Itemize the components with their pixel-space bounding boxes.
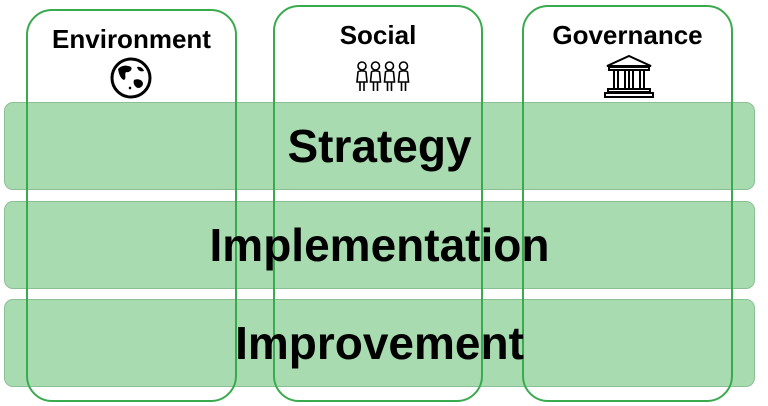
pillar-title-environment: Environment (52, 24, 211, 54)
layer-band-strategy (4, 102, 755, 190)
people-icon (356, 61, 410, 91)
layer-label-implementation: Implementation (209, 219, 550, 271)
pillar-governance (522, 5, 733, 402)
layer-label-improvement: Improvement (235, 317, 524, 369)
globe-icon (110, 57, 152, 99)
layer-band-implementation (4, 201, 755, 289)
pillar-title-social: Social (339, 20, 417, 50)
pillar-environment (26, 9, 237, 402)
institution-icon (604, 54, 654, 98)
layer-band-improvement (4, 299, 755, 387)
pillar-title-governance: Governance (552, 20, 703, 50)
pillar-social (273, 5, 483, 402)
layer-label-strategy: Strategy (287, 120, 472, 172)
